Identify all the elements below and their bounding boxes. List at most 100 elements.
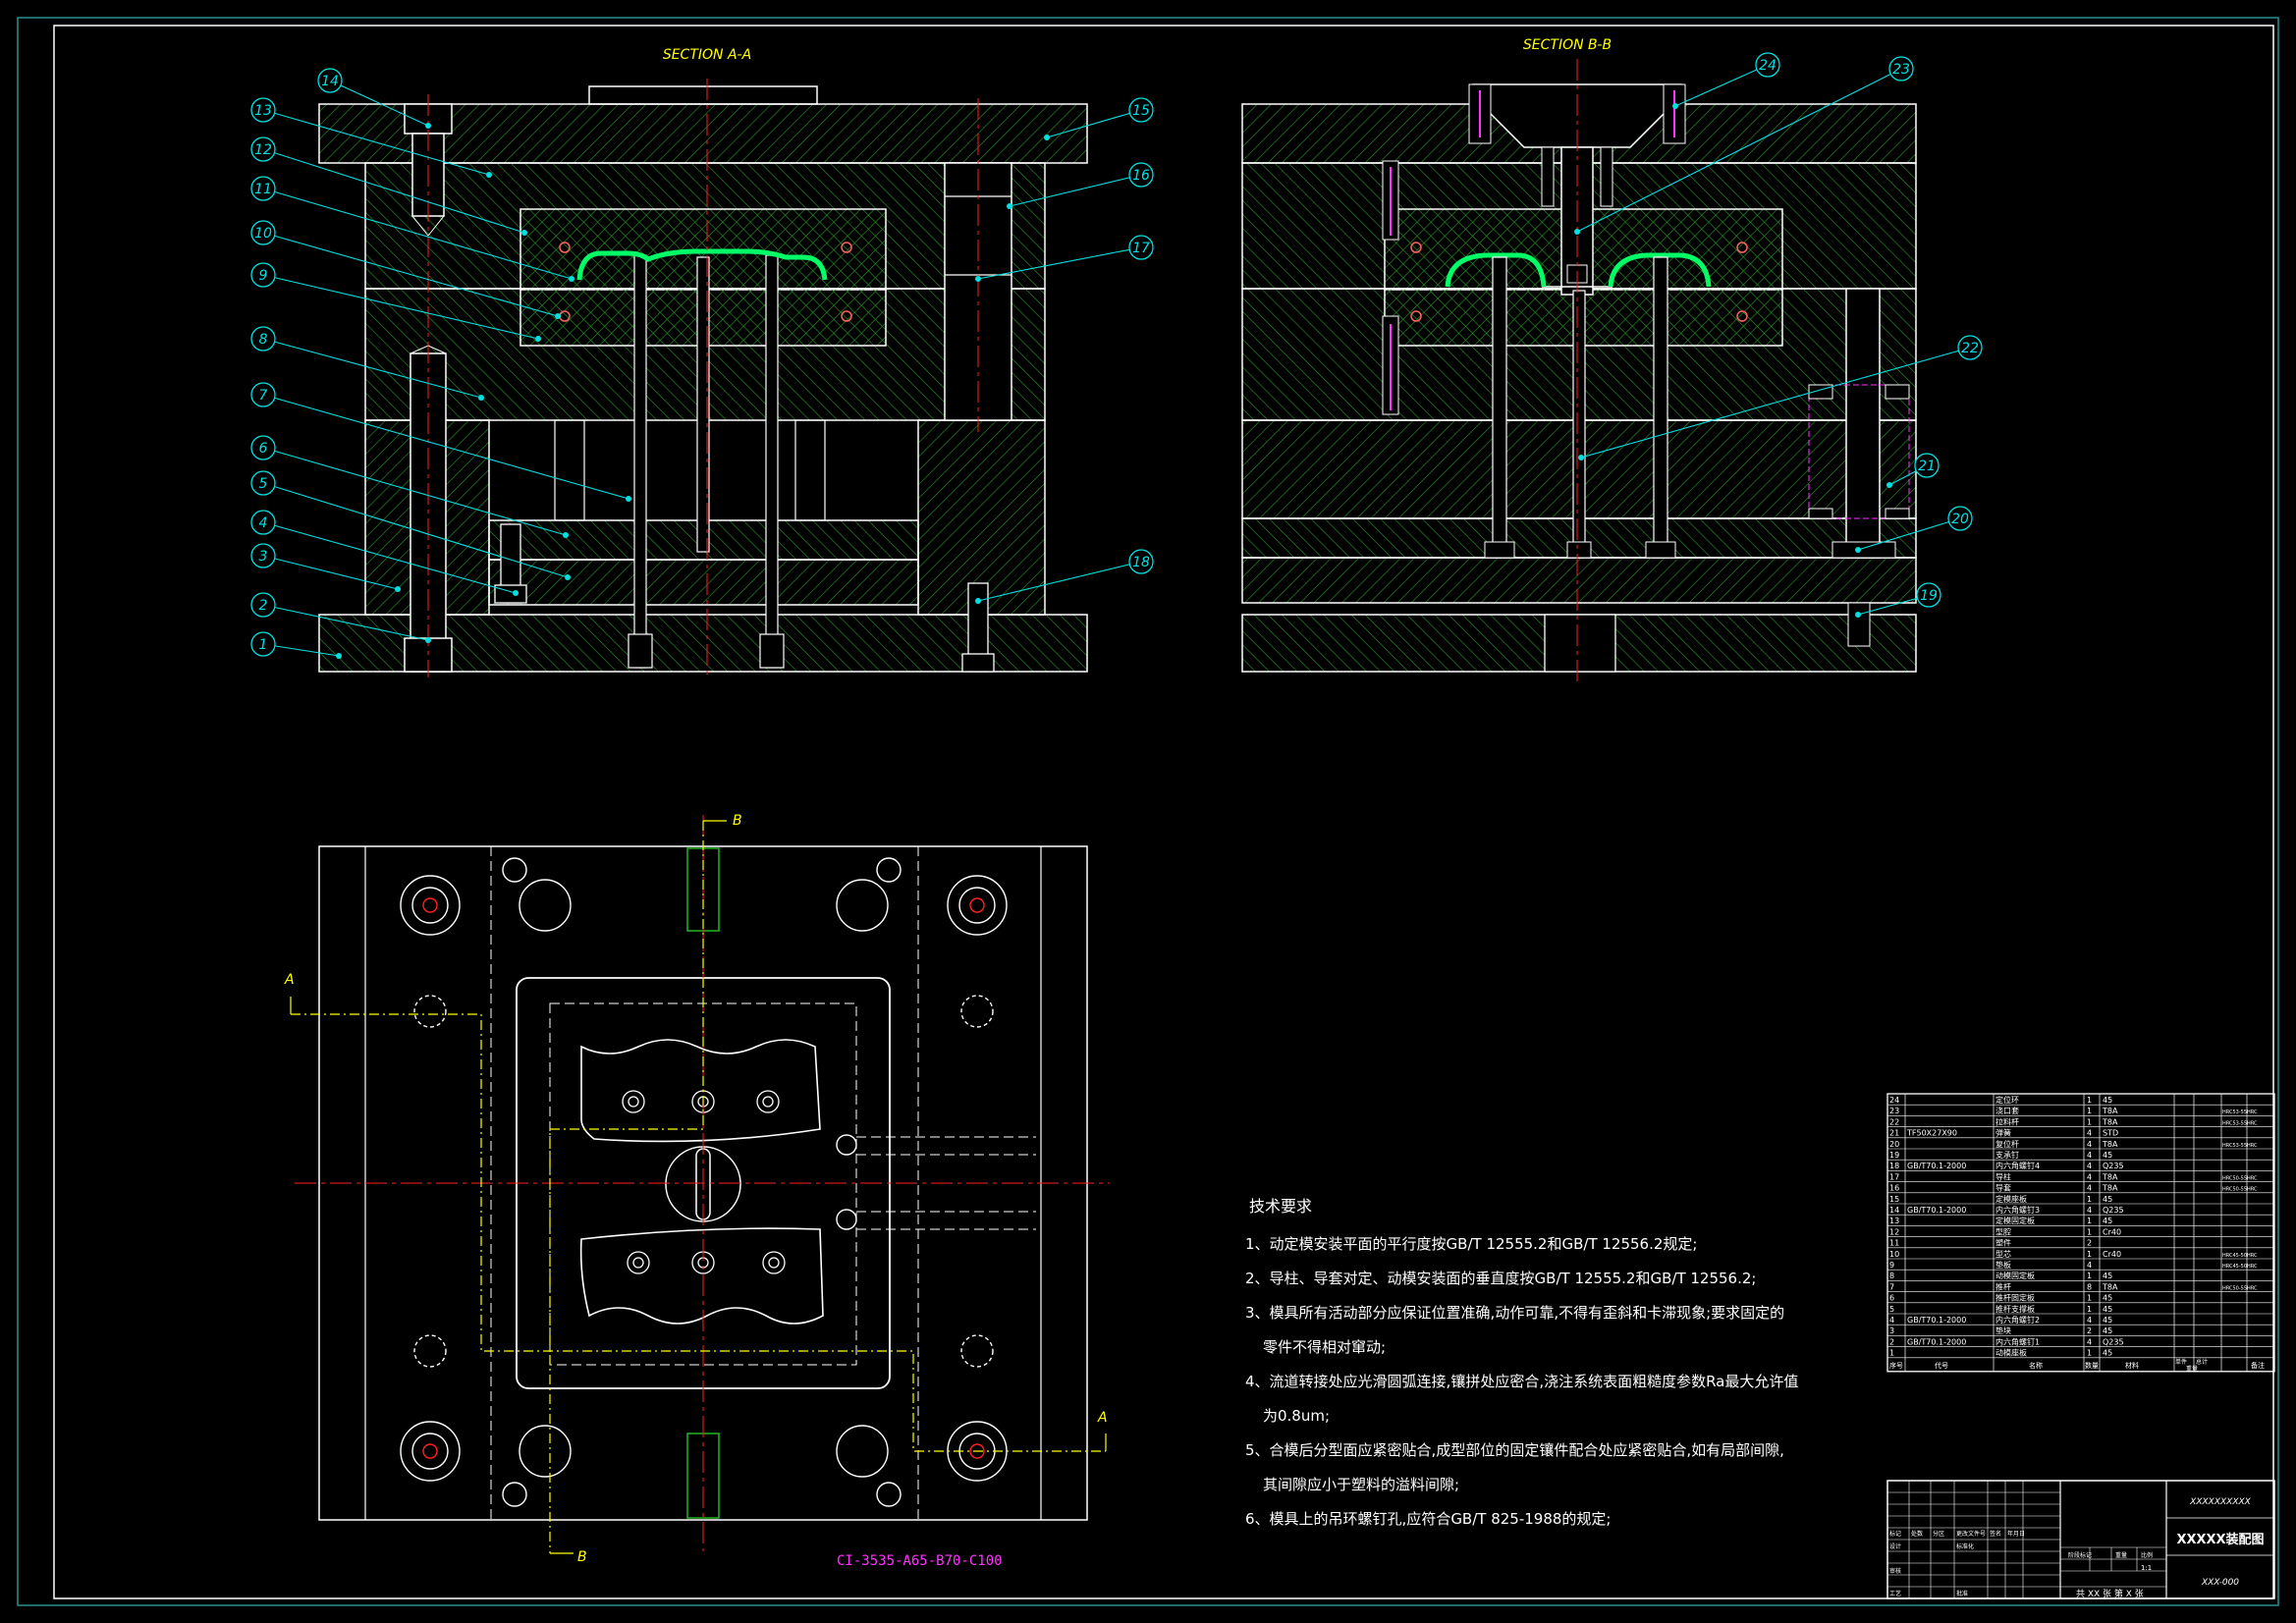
callout-number: 11: [254, 182, 272, 197]
sprue-puller: [1572, 290, 1586, 559]
b-callout-23: 23: [1574, 56, 1914, 235]
bom-qty: 4: [2087, 1261, 2092, 1270]
bom-name: 内六角螺钉3: [1995, 1205, 2040, 1215]
bom-code: GB/T70.1-2000: [1907, 1206, 1966, 1215]
bom-note: HRC53-55HRC: [2222, 1120, 2258, 1126]
bom-qty: 1: [2087, 1227, 2092, 1236]
bom-name: 内六角螺钉1: [1995, 1336, 2040, 1346]
title-label: 标准化: [1956, 1542, 1974, 1550]
bom-note: HRC50-55HRC: [2222, 1175, 2258, 1181]
molded-part-a: [576, 248, 828, 281]
a-callout-8: 8: [250, 326, 484, 401]
bom-no: 13: [1889, 1217, 1899, 1225]
callout-number: 8: [259, 332, 268, 348]
bom-name: 内六角螺钉4: [1995, 1161, 2040, 1170]
a-callout-5: 5: [250, 470, 571, 580]
bom-qty: 1: [2087, 1217, 2092, 1225]
technical-requirements: 技术要求 1、动定模安装平面的平行度按GB/T 12555.2和GB/T 125…: [1245, 1197, 1798, 1528]
bom-no: 8: [1889, 1271, 1894, 1280]
a-callout-14: 14: [317, 68, 431, 129]
bom-no: 5: [1889, 1305, 1894, 1314]
section-a-title: SECTION A-A: [663, 47, 751, 63]
callout-number: 9: [259, 268, 268, 284]
bom-no: 22: [1889, 1117, 1899, 1126]
b-callout-19: 19: [1855, 582, 1941, 618]
bom-name: 导柱: [1995, 1171, 2011, 1181]
bom-name: 塑件: [1995, 1238, 2011, 1248]
section-b-view: SECTION B-B: [1241, 37, 1917, 681]
callout-number: 10: [254, 226, 272, 242]
bom-no: 10: [1889, 1250, 1899, 1259]
bom-qty: 4: [2087, 1162, 2092, 1170]
title-block: 标记处数分区更改文件号签名年月日设计标准化审核工艺批准阶段标记重量比例1:1共 …: [1886, 1480, 2275, 1599]
bom-material: 45: [2103, 1349, 2112, 1358]
callout-number: 2: [259, 598, 268, 614]
bom-no: 24: [1889, 1096, 1899, 1105]
bom-header-material: 材料: [2125, 1361, 2139, 1370]
bom-no: 12: [1889, 1227, 1899, 1236]
inner-frame: [53, 25, 2274, 1599]
a-callout-18: 18: [975, 549, 1154, 604]
callout-number: 12: [254, 142, 272, 158]
bom-qty: 4: [2087, 1151, 2092, 1160]
bom-qty: 1: [2087, 1271, 2092, 1280]
ejector-pin-a3: [765, 254, 779, 669]
title-label: 签名: [1990, 1530, 2001, 1538]
bom-no: 4: [1889, 1316, 1894, 1325]
title-label: 更改文件号: [1956, 1530, 1986, 1538]
bom-qty: 1: [2087, 1250, 2092, 1259]
a-callout-6: 6: [250, 435, 569, 538]
bom-material: STD: [2103, 1129, 2118, 1138]
bom-header-qty: 数量: [2085, 1361, 2099, 1370]
bom-material: 45: [2103, 1326, 2112, 1335]
callout-number: 22: [1961, 341, 1979, 356]
bom-name: 推杆: [1995, 1281, 2011, 1291]
bom-header-code: 代号: [1935, 1361, 1948, 1370]
callout-number: 24: [1759, 58, 1777, 74]
bom-material: T8A: [2102, 1184, 2118, 1193]
bom-qty: 1: [2087, 1305, 2092, 1314]
bom-material: 45: [2103, 1096, 2112, 1105]
callout-number: 17: [1132, 241, 1150, 256]
cut-line-a: [291, 1013, 1106, 1452]
bom-material: 45: [2103, 1195, 2112, 1204]
b-callout-20: 20: [1855, 506, 1973, 553]
bom-material: T8A: [2102, 1117, 2118, 1126]
bom-note: HRC53-55HRC: [2222, 1109, 2258, 1115]
callout-number: 4: [259, 515, 268, 531]
bom-qty: 1: [2087, 1096, 2092, 1105]
bom-material: 45: [2103, 1294, 2112, 1303]
callout-number: 18: [1132, 555, 1150, 570]
bom-name: 推杆固定板: [1995, 1293, 2035, 1303]
bom-qty: 4: [2087, 1140, 2092, 1149]
return-pin-b: [1845, 288, 1881, 559]
bom-no: 11: [1889, 1239, 1899, 1248]
bom-qty: 4: [2087, 1129, 2092, 1138]
bom-header-unit: 单件: [2175, 1358, 2187, 1366]
molded-part-b-right: [1608, 252, 1712, 288]
bom-name: 拉料杆: [1995, 1116, 2019, 1126]
b-callout-24: 24: [1672, 52, 1780, 109]
bom-name: 型芯: [1995, 1249, 2011, 1259]
bom-no: 19: [1889, 1151, 1899, 1160]
tech-line: 3、模具所有活动部分应保证位置准确,动作可靠,不得有歪斜和卡滞现象;要求固定的: [1245, 1304, 1784, 1322]
ejector-plate: [488, 559, 919, 606]
tech-line: 零件不得相对窜动;: [1263, 1338, 1386, 1356]
callout-number: 20: [1951, 512, 1969, 527]
callout-number: 15: [1132, 103, 1150, 119]
bom-name: 导套: [1995, 1183, 2011, 1193]
bom-no: 9: [1889, 1261, 1894, 1270]
bom-header-note: 备注: [2251, 1361, 2265, 1370]
bom-no: 17: [1889, 1172, 1899, 1181]
bom-qty: 2: [2087, 1239, 2092, 1248]
bom-no: 18: [1889, 1162, 1899, 1170]
bom-name: 内六角螺钉2: [1995, 1315, 2040, 1325]
a-callout-17: 17: [975, 235, 1154, 282]
a-callout-4: 4: [250, 510, 519, 596]
bom-code: GB/T70.1-2000: [1907, 1316, 1966, 1325]
callout-number: 19: [1920, 588, 1938, 604]
callout-number: 1: [259, 637, 268, 653]
title-scale: 1:1: [2141, 1564, 2152, 1572]
bom-name: 定模座板: [1995, 1194, 2027, 1204]
